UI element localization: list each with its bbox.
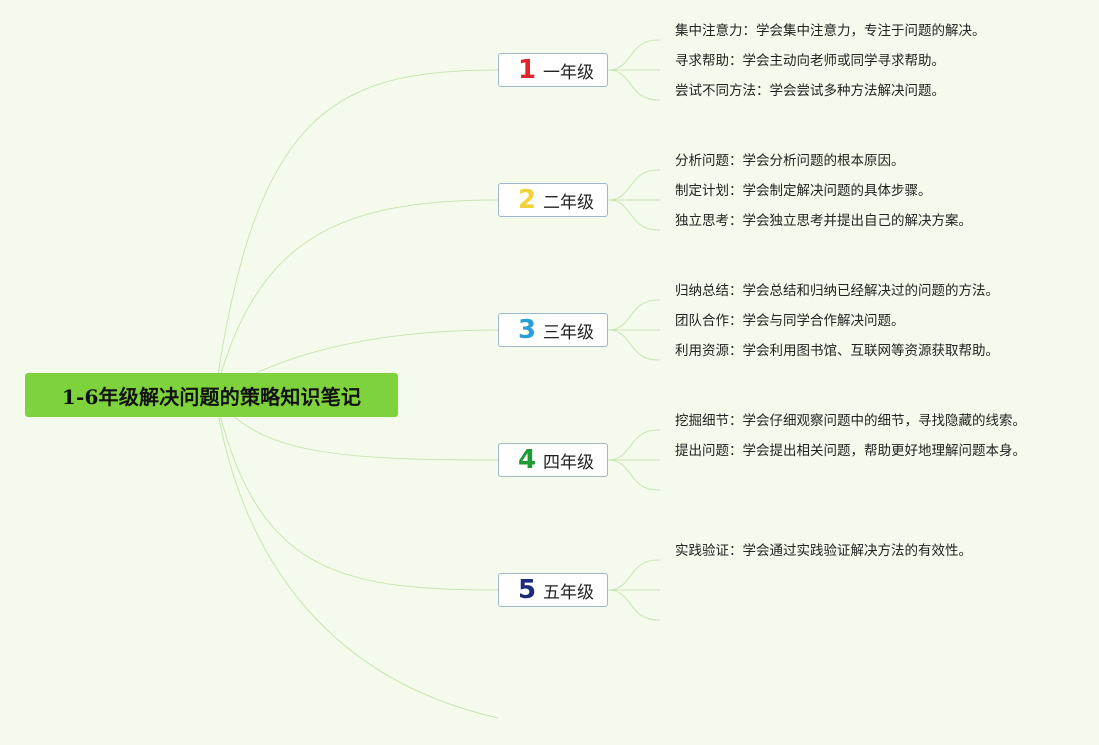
- connector-grade-2-slot-1: [607, 169, 660, 201]
- connector-root-grade-1: [214, 69, 499, 396]
- grade-number-icon: 1: [517, 55, 537, 85]
- leaf-topic[interactable]: 寻求帮助：学会主动向老师或同学寻求帮助。: [675, 53, 945, 69]
- connector-grade-4-slot-1: [607, 429, 660, 461]
- connector-root-grade-5: [214, 394, 499, 591]
- grade-label: 三年级: [543, 322, 594, 343]
- connector-root-offscreen: [214, 394, 499, 719]
- connector-grade-3-slot-1: [607, 299, 660, 331]
- connector-grade-2-slot-3: [607, 199, 660, 231]
- grade-node-5[interactable]: 5 五年级: [498, 573, 608, 607]
- grade-node-4[interactable]: 4 四年级: [498, 443, 608, 477]
- grade-label: 一年级: [543, 62, 594, 83]
- grade-label: 五年级: [543, 582, 594, 603]
- leaf-topic[interactable]: 提出问题：学会提出相关问题，帮助更好地理解问题本身。: [675, 443, 1026, 459]
- root-topic[interactable]: 1-6年级解决问题的策略知识笔记: [25, 373, 398, 417]
- leaf-topic[interactable]: 制定计划：学会制定解决问题的具体步骤。: [675, 183, 932, 199]
- grade-node-3[interactable]: 3 三年级: [498, 313, 608, 347]
- connector-root-grade-2: [214, 199, 499, 396]
- leaf-topic[interactable]: 独立思考：学会独立思考并提出自己的解决方案。: [675, 213, 972, 229]
- leaf-topic[interactable]: 团队合作：学会与同学合作解决问题。: [675, 313, 905, 329]
- connector-grade-1-slot-1: [607, 39, 660, 71]
- grade-number-icon: 5: [517, 575, 537, 605]
- grade-node-1[interactable]: 1 一年级: [498, 53, 608, 87]
- grade-label: 四年级: [543, 452, 594, 473]
- connector-grade-1-slot-3: [607, 69, 660, 101]
- leaf-topic[interactable]: 实践验证：学会通过实践验证解决方法的有效性。: [675, 543, 972, 559]
- connector-grade-5-slot-1: [607, 559, 660, 591]
- grade-number-icon: 4: [517, 445, 537, 475]
- root-title: 1-6年级解决问题的策略知识笔记: [61, 384, 362, 409]
- connector-grade-3-slot-3: [607, 329, 660, 361]
- grade-number-icon: 2: [517, 185, 537, 215]
- grade-number-icon: 3: [517, 315, 537, 345]
- leaf-topic[interactable]: 利用资源：学会利用图书馆、互联网等资源获取帮助。: [675, 343, 999, 359]
- grade-node-2[interactable]: 2 二年级: [498, 183, 608, 217]
- leaf-topic[interactable]: 归纳总结：学会总结和归纳已经解决过的问题的方法。: [675, 283, 999, 299]
- leaf-topic[interactable]: 集中注意力：学会集中注意力，专注于问题的解决。: [675, 23, 986, 39]
- connector-grade-4-slot-3: [607, 459, 660, 491]
- leaf-topic[interactable]: 分析问题：学会分析问题的根本原因。: [675, 153, 905, 169]
- grade-label: 二年级: [543, 192, 594, 213]
- leaf-topic[interactable]: 挖掘细节：学会仔细观察问题中的细节，寻找隐藏的线索。: [675, 413, 1026, 429]
- connector-grade-5-slot-3: [607, 589, 660, 621]
- leaf-topic[interactable]: 尝试不同方法：学会尝试多种方法解决问题。: [675, 83, 945, 99]
